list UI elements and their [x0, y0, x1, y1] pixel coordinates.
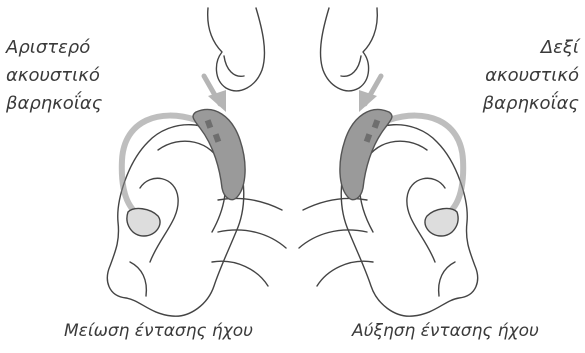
- volume-down-caption: Μείωση έντασης ήχου: [64, 321, 253, 341]
- right-finger: [321, 8, 378, 91]
- right-ear-group: [299, 8, 478, 316]
- volume-up-caption: Αύξηση έντασης ήχου: [352, 321, 539, 341]
- left-finger: [208, 8, 265, 91]
- left-ear-group: [107, 8, 286, 316]
